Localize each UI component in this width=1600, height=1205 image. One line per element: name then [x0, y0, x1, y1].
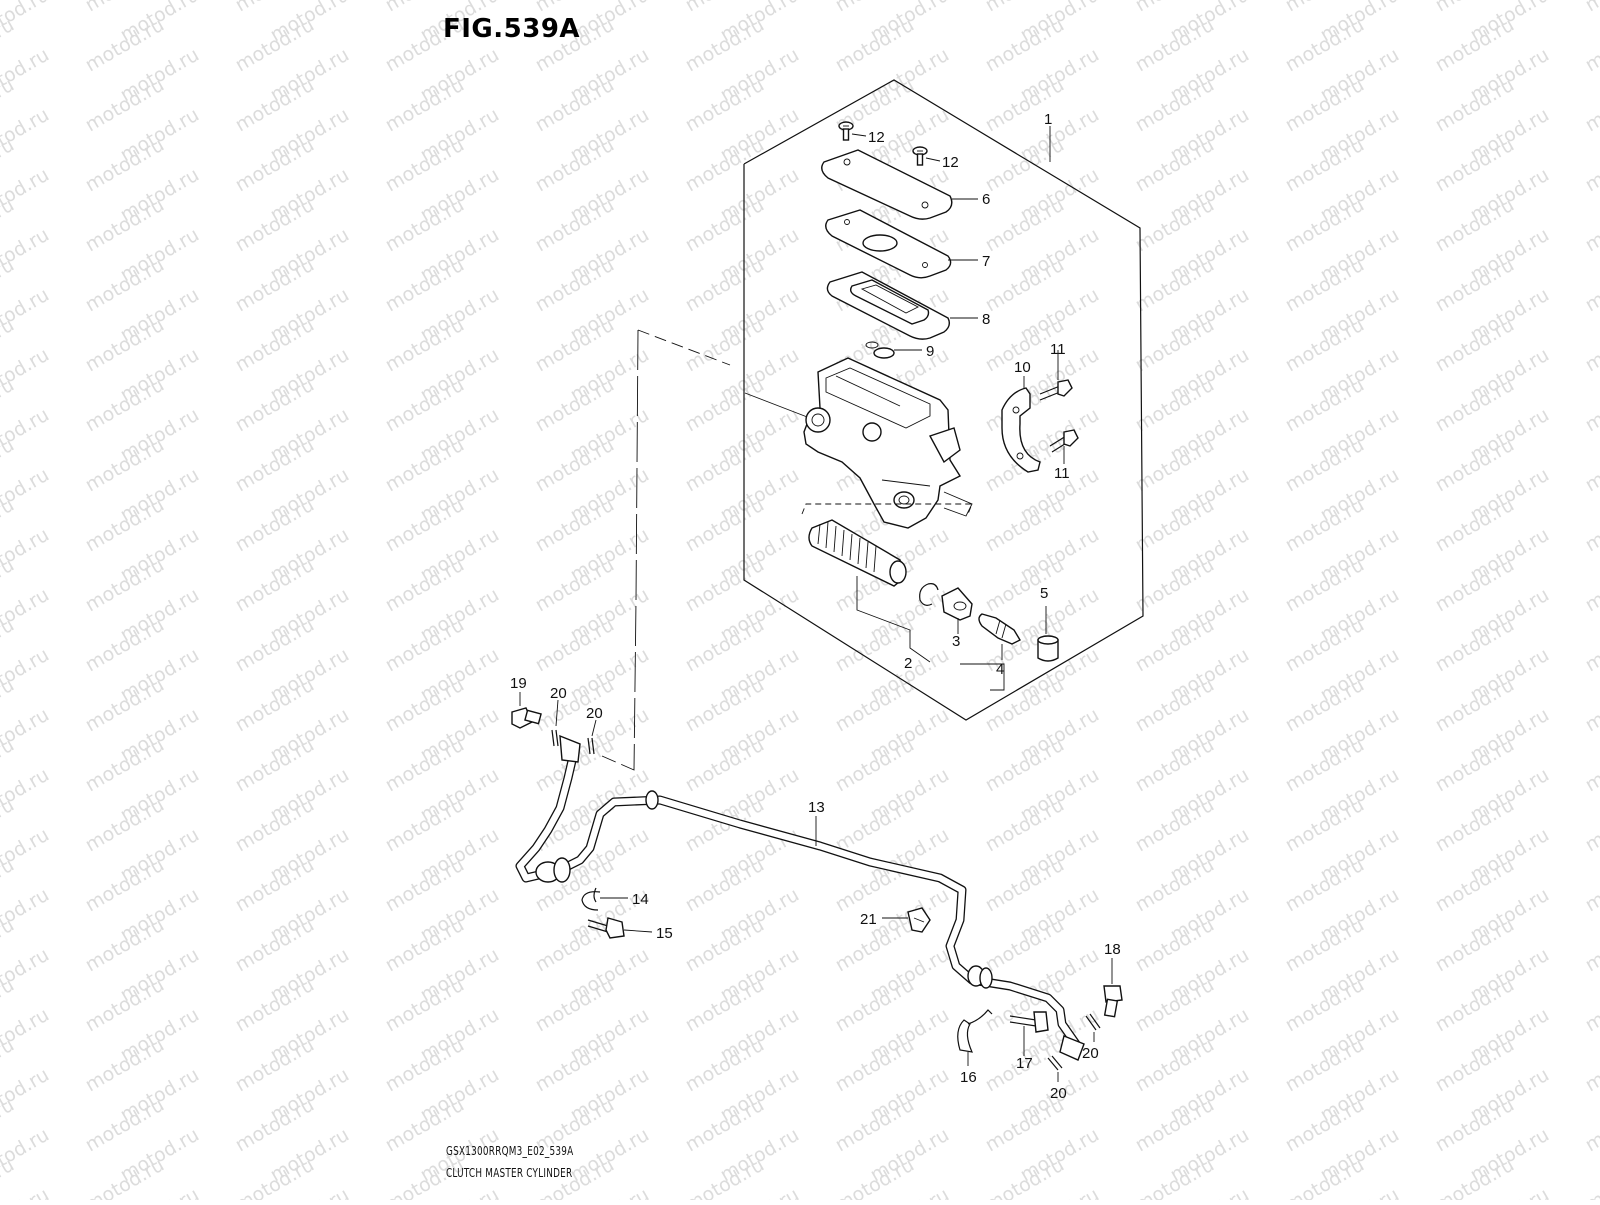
cap: [1038, 636, 1058, 661]
callout-20-c: 20: [1082, 1045, 1099, 1062]
watermark-text: motod.ru: [1582, 734, 1600, 797]
figure-code: GSX1300RRQM3_E02_539A: [446, 1144, 573, 1158]
callout-11-lower: 11: [1054, 465, 1070, 482]
watermark-text: motod.ru: [1582, 314, 1600, 377]
callout-8: 8: [982, 311, 990, 328]
watermark-text: motod.ru: [682, 1154, 768, 1200]
watermark-text: motod.ru: [982, 1154, 1068, 1200]
callout-12-right: 12: [942, 154, 959, 171]
callout-6: 6: [982, 191, 990, 208]
watermark-text: motod.ru: [1582, 494, 1600, 557]
callout-1: 1: [1044, 111, 1052, 128]
callout-5: 5: [1040, 585, 1048, 602]
callout-12-left: 12: [868, 129, 885, 146]
callout-7: 7: [982, 253, 990, 270]
watermark-text: motod.ru: [1582, 1094, 1600, 1157]
watermark-text: motod.ru: [1582, 374, 1600, 437]
watermark-text: motod.ru: [1582, 794, 1600, 857]
callout-13: 13: [808, 799, 825, 816]
callout-16: 16: [960, 1069, 977, 1086]
watermark-text: motod.ru: [1582, 1034, 1600, 1097]
union-bolt-18: [1104, 986, 1122, 1017]
callout-17: 17: [1016, 1055, 1033, 1072]
watermark-text: motod.ru: [232, 1154, 318, 1200]
callout-14: 14: [632, 891, 649, 908]
watermark-text: motod.ru: [1582, 1154, 1600, 1200]
watermark-text: motod.ru: [1282, 1154, 1368, 1200]
callout-4: 4: [996, 661, 1004, 678]
watermark-text: motod.ru: [1582, 134, 1600, 197]
callout-15: 15: [656, 925, 673, 942]
gasket-20-a: [552, 730, 558, 746]
watermark-text: motod.ru: [82, 1154, 168, 1200]
callout-21: 21: [860, 911, 877, 928]
callout-19: 19: [510, 675, 527, 692]
watermark-text: motod.ru: [1582, 254, 1600, 317]
watermark-text: motod.ru: [1582, 854, 1600, 917]
watermark-text: motod.ru: [1582, 434, 1600, 497]
watermark-text: motod.ru: [1132, 1154, 1218, 1200]
callout-18: 18: [1104, 941, 1121, 958]
watermark-text: motod.ru: [832, 1154, 918, 1200]
callout-9: 9: [926, 343, 934, 360]
watermark-text: motod.ru: [1432, 1154, 1518, 1200]
watermark-text: motod.ru: [1582, 14, 1600, 77]
push-rod: [979, 614, 1020, 644]
watermark-text: motod.ru: [0, 1184, 53, 1200]
figure-name: CLUTCH MASTER CYLINDER: [446, 1166, 572, 1180]
callout-3: 3: [952, 633, 960, 650]
callout-11-upper: 11: [1050, 341, 1066, 358]
watermark-text: motod.ru: [1582, 554, 1600, 617]
screw-12-right: [913, 147, 927, 165]
watermark-text: motod.ru: [1582, 194, 1600, 257]
figure-title: FIG.539A: [443, 14, 580, 44]
watermark-text: motod.ru: [1582, 914, 1600, 977]
callout-2: 2: [904, 655, 912, 672]
master-cylinder-body: [804, 358, 972, 528]
watermark-text: motod.ru: [1582, 674, 1600, 737]
watermark-text: motod.ru: [1582, 0, 1600, 16]
callout-20-b: 20: [586, 705, 603, 722]
callout-20-d: 20: [1050, 1085, 1067, 1102]
watermark-text: motod.ru: [1582, 614, 1600, 677]
callout-20-a: 20: [550, 685, 567, 702]
watermark-text: motod.ru: [1582, 74, 1600, 137]
watermark-text: motod.ru: [1582, 974, 1600, 1037]
callout-10: 10: [1014, 359, 1031, 376]
